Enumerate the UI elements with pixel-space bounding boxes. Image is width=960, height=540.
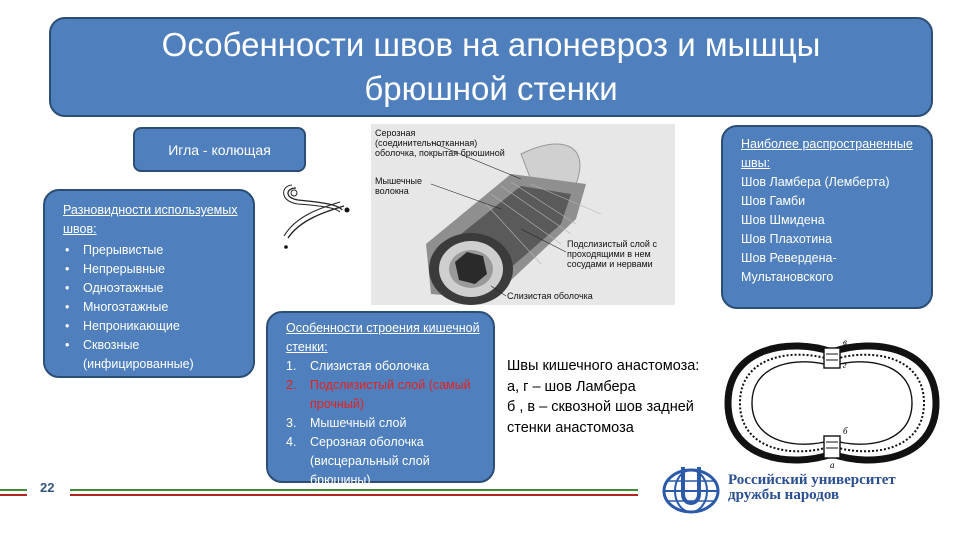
varieties-list: Прерывистые Непрерывные Одноэтажные Мног…: [63, 241, 243, 374]
list-item: Сквозные (инфицированные): [63, 336, 243, 374]
common-sutures-box: Наиболее распространенные швы: Шов Ламбе…: [721, 125, 933, 309]
list-item: Многоэтажные: [63, 298, 243, 317]
anastomosis-diagram: в г б а: [724, 337, 940, 470]
mucosa-label: Слизистая оболочка: [507, 291, 593, 301]
needle-illustration: [283, 184, 350, 249]
caption-line: б , в – сквозной шов задней стенки анаст…: [507, 399, 694, 436]
needle-label: Игла - колющая: [168, 141, 271, 158]
university-name: Российский университет дружбы народов: [728, 472, 896, 503]
university-logo-icon: [662, 467, 720, 514]
list-item: Непроникающие: [63, 317, 243, 336]
letter-v: в: [843, 337, 847, 347]
varieties-heading: Разновидности используемых швов:: [63, 203, 238, 236]
list-item: 4.Серозная оболочка (висцеральный слой б…: [286, 435, 430, 487]
serosa-label: Серозная (соединительнотканная) оболочка…: [375, 128, 505, 158]
intestine-drawing: [371, 124, 675, 305]
slide-title: Особенности швов на апоневроз и мышцы бр…: [161, 26, 821, 107]
list-item: Прерывистые: [63, 241, 243, 260]
caption-line: Швы кишечного анастомоза:: [507, 358, 700, 374]
letter-a: а: [830, 460, 835, 470]
list-item: 3.Мышечный слой: [286, 416, 407, 430]
slide-title-box: Особенности швов на апоневроз и мышцы бр…: [49, 17, 933, 117]
list-item: Шов Ревердена-Мультановского: [741, 251, 837, 284]
list-item-highlighted: 2.Подслизистый слой (самый прочный): [286, 378, 471, 411]
muscle-label: Мышечные волокна: [375, 176, 423, 196]
suture-varieties-box: Разновидности используемых швов: Прерыви…: [43, 189, 255, 378]
anastomosis-caption: Швы кишечного анастомоза: а, г – шов Лам…: [507, 356, 727, 438]
structure-list: 1.Слизистая оболочка 2.Подслизистый слой…: [286, 357, 483, 490]
list-item: Шов Гамби: [741, 194, 806, 208]
submucosa-label: Подслизистый слой с проходящими в нем со…: [567, 239, 657, 269]
page-number: 22: [40, 480, 55, 495]
intestinal-wall-structure-box: Особенности строения кишечной стенки: 1.…: [266, 311, 495, 487]
caption-line: а, г – шов Ламбера: [507, 378, 636, 395]
list-item: Шов Плахотина: [741, 232, 833, 246]
footer-stripe-right: [70, 489, 638, 496]
structure-heading: Особенности строения кишечной стенки:: [286, 321, 480, 354]
list-item: Непрерывные: [63, 260, 243, 279]
list-item: 1.Слизистая оболочка: [286, 359, 430, 373]
footer-stripe-left: [0, 489, 27, 496]
list-item: Шов Ламбера (Лемберта): [741, 175, 890, 189]
intestine-wall-image: Серозная (соединительнотканная) оболочка…: [371, 124, 675, 305]
list-item: Шов Шмидена: [741, 213, 825, 227]
letter-b: б: [843, 426, 848, 436]
sutures-heading: Наиболее распространенные швы:: [741, 137, 913, 170]
list-item: Одноэтажные: [63, 279, 243, 298]
needle-label-box: Игла - колющая: [133, 127, 306, 172]
letter-g: г: [843, 360, 847, 370]
